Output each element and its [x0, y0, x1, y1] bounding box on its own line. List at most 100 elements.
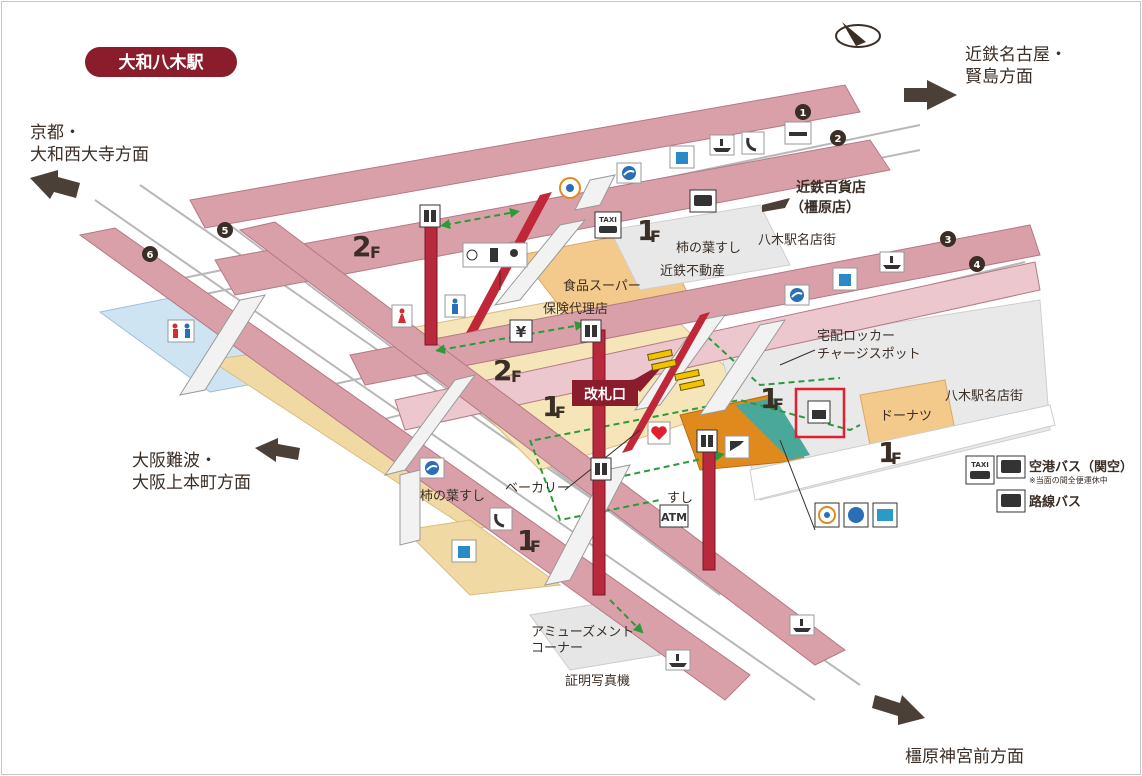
legend-taxi-icon: TAXI — [965, 455, 995, 485]
platform-1-2-upper — [189, 84, 861, 229]
label-bakery: ベーカリー — [505, 481, 570, 496]
smoking-area-icon — [784, 121, 812, 145]
ic-card-icon-left — [419, 457, 445, 479]
exit-sign-icon — [724, 435, 750, 459]
svg-text:2: 2 — [835, 134, 842, 145]
coin-locker-icon — [807, 400, 831, 424]
legend-airport-bus-icon — [996, 455, 1026, 479]
svg-text:4: 4 — [974, 260, 981, 271]
legend-airport-bus-note: ※当面の間全便運休中 — [1029, 475, 1108, 485]
ticket-gate: 改札口 — [572, 360, 668, 406]
yen-icon: ¥ — [509, 319, 533, 343]
bus-icon-top — [689, 189, 717, 213]
label-kakinoha-left: 柿の葉すし — [420, 488, 485, 504]
male-restroom-icon — [444, 294, 466, 318]
direction-kashihara: 橿原神宮前方面 — [905, 747, 1024, 767]
direction-kyoto-1: 京都・ — [30, 123, 81, 143]
direction-osaka-1: 大阪難波・ — [132, 451, 217, 471]
svg-text:¥: ¥ — [516, 323, 527, 341]
label-amusement-corner: コーナー — [531, 641, 583, 656]
svg-text:TAXI: TAXI — [599, 216, 617, 224]
svg-text:F: F — [773, 395, 784, 414]
floor-label-1f-right: 1F — [760, 382, 784, 415]
svg-text:F: F — [891, 449, 902, 468]
svg-text:改札口: 改札口 — [584, 386, 626, 403]
compass-icon — [835, 22, 881, 48]
elevator-icon-upper — [419, 204, 441, 228]
direction-osaka-2: 大阪上本町方面 — [132, 473, 251, 493]
platform-number-1: 1 — [795, 104, 811, 120]
taxi-icon: TAXI — [594, 211, 622, 239]
washbasin-icon-bottom — [665, 649, 691, 671]
svg-text:5: 5 — [222, 226, 229, 237]
label-hoken: 保険代理店 — [543, 302, 608, 317]
svg-text:TAXI: TAXI — [971, 461, 989, 469]
washbasin-icon-lower — [789, 614, 815, 636]
label-donuts: ドーナツ — [880, 409, 932, 424]
female-restroom-icon — [391, 304, 413, 328]
label-kakinoha-top: 柿の葉すし — [676, 240, 741, 256]
ticket-vending-icon — [559, 177, 581, 199]
station-badge — [85, 47, 237, 77]
floor-label-2f-mid: 2F — [493, 354, 522, 387]
shop-bag-icon-right — [832, 267, 858, 291]
svg-text:F: F — [370, 243, 381, 262]
svg-text:1: 1 — [637, 214, 656, 247]
svg-text:3: 3 — [945, 235, 952, 246]
elevator-icon-lower — [590, 457, 612, 481]
svg-text:1: 1 — [542, 390, 561, 423]
direction-nagoya-2: 賢島方面 — [965, 67, 1033, 87]
label-kintetsu-fudosan: 近鉄不動産 — [660, 263, 725, 279]
direction-kyoto-2: 大和西大寺方面 — [30, 145, 149, 165]
label-amusement: アミューズメント — [531, 624, 634, 640]
floor-label-1f-lower-right: 1F — [878, 436, 902, 469]
svg-text:6: 6 — [147, 250, 154, 261]
svg-text:F: F — [511, 367, 522, 386]
washbasin-icon-right — [879, 251, 905, 273]
elevator-icon-right — [696, 429, 718, 453]
highlight-box — [794, 387, 846, 439]
label-charge-spot: チャージスポット — [817, 347, 921, 362]
svg-text:1: 1 — [517, 524, 536, 557]
telephone-icon-left — [489, 507, 513, 531]
platform-number-2: 2 — [830, 130, 846, 146]
bus-platform — [749, 404, 1056, 501]
label-food-super: 食品スーパー — [563, 278, 641, 294]
legend-route-bus: 路線バス — [1029, 494, 1081, 510]
svg-text:2: 2 — [493, 354, 512, 387]
ic-card-icon-right — [784, 284, 810, 306]
aed-icon — [647, 421, 671, 445]
department-store-name: 近鉄百貨店 — [796, 179, 866, 196]
atm-icon: ATM — [659, 504, 689, 528]
label-photo-booth: 証明写真機 — [565, 674, 630, 689]
label-sushi: すし — [667, 491, 693, 506]
shop-bag-icon-upper — [669, 145, 695, 169]
floor-label-1f-taxi: 1F — [637, 214, 661, 247]
svg-text:1: 1 — [760, 382, 779, 415]
svg-text:F: F — [530, 537, 541, 556]
platform-6 — [78, 227, 751, 701]
legend: TAXI 空港バス（関空） ※当面の間全便運休中 路線バス — [965, 455, 1133, 513]
ic-card-icon-upper — [616, 162, 642, 184]
washbasin-icon-upper — [709, 134, 735, 156]
svg-text:ATM: ATM — [661, 511, 687, 524]
elevator-icon-center — [580, 319, 602, 343]
platform-number-5: 5 — [217, 222, 233, 238]
svg-text:F: F — [650, 227, 661, 246]
svg-text:F: F — [555, 403, 566, 422]
label-meitengai-top: 八木駅名店街 — [758, 232, 836, 248]
legend-airport-bus: 空港バス（関空） — [1029, 459, 1133, 475]
svg-text:2: 2 — [352, 230, 371, 263]
restroom-icon-left — [167, 319, 195, 343]
shop-bag-icon-left — [451, 539, 477, 563]
label-meitengai-right: 八木駅名店街 — [945, 388, 1023, 404]
lower-concourse — [403, 519, 562, 596]
ticket-gate-machines — [647, 348, 705, 392]
service-icons-cluster — [814, 502, 898, 528]
legend-route-bus-icon — [996, 489, 1026, 513]
direction-arrows — [30, 80, 957, 725]
floor-label-2f-upper: 2F — [352, 230, 381, 263]
teal-area — [735, 398, 810, 460]
telephone-icon-upper — [741, 131, 765, 155]
